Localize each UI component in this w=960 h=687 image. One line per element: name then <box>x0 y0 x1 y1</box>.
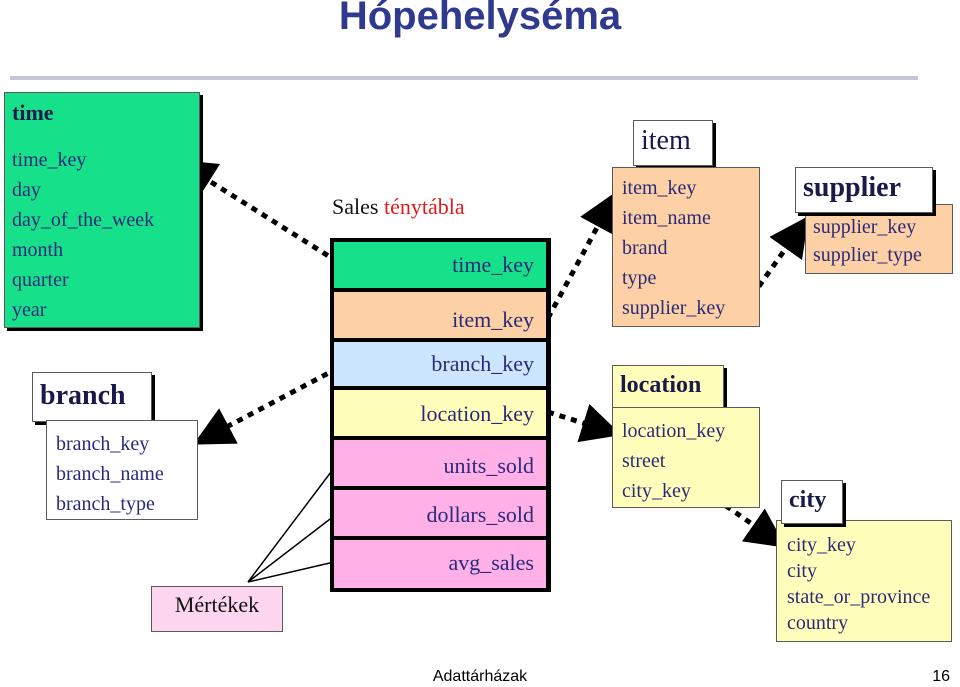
link-fact-location <box>547 403 622 443</box>
field: day <box>12 179 41 201</box>
field: supplier_type <box>813 244 922 266</box>
time-field-list: time_key day day_of_the_week month quart… <box>12 145 154 325</box>
footer-text: Adattárházak <box>432 668 528 685</box>
fact-table: time_key item_key branch_key location_ke… <box>330 238 551 592</box>
field: street <box>622 450 666 472</box>
field: month <box>12 239 64 261</box>
item-table-title: item <box>641 125 691 156</box>
city-table-title: city <box>789 487 827 513</box>
fact-title-prefix: Sales <box>332 194 384 219</box>
fact-row-dollars-sold: dollars_sold <box>334 490 546 536</box>
link-fact-item <box>545 191 617 320</box>
field: city <box>787 560 817 582</box>
measures-box <box>151 586 283 632</box>
city-table-header <box>781 480 843 524</box>
branch-table-title: branch <box>40 380 126 411</box>
supplier-field-list: supplier_key supplier_type <box>813 213 922 269</box>
field: supplier_key <box>813 216 917 238</box>
item-field-list: item_key item_name brand type supplier_k… <box>622 173 725 323</box>
field: brand <box>622 237 668 259</box>
branch-table <box>46 420 198 520</box>
fact-row-branch-key: branch_key <box>334 342 546 386</box>
measures-label: Mértékek <box>174 592 260 617</box>
page-number: 16 <box>932 668 950 685</box>
supplier-table-header <box>795 167 933 213</box>
link-fact-branch <box>193 365 340 445</box>
location-table <box>612 407 760 508</box>
title-divider <box>10 76 918 80</box>
field: supplier_key <box>622 297 726 319</box>
fact-row-location-key: location_key <box>334 390 546 436</box>
fact-title-suffix: ténytábla <box>383 194 465 219</box>
measure-line-units <box>247 467 335 583</box>
fact-table-title: Sales ténytábla <box>332 194 465 220</box>
measure-line-avg <box>247 561 335 583</box>
link-fact-time <box>175 159 340 265</box>
fact-row-units-sold: units_sold <box>334 440 546 486</box>
city-field-list: city_key city state_or_province country <box>787 532 930 636</box>
fact-row-avg-sales: avg_sales <box>334 540 546 588</box>
page-title: Hópehelyséma <box>338 0 622 38</box>
branch-table-header <box>32 372 152 422</box>
field: branch_key <box>56 433 150 455</box>
field: location_key <box>622 420 726 442</box>
field: branch_type <box>56 493 155 515</box>
field: quarter <box>12 269 69 291</box>
field: year <box>12 299 47 321</box>
field: city_key <box>622 480 691 502</box>
time-table <box>4 92 200 328</box>
location-table-header <box>612 365 724 411</box>
fact-row-item-key: item_key <box>334 292 546 338</box>
measure-line-dollars <box>247 515 335 583</box>
field: city_key <box>787 534 856 556</box>
field: item_key <box>622 177 697 199</box>
fact-row-time-key: time_key <box>334 242 546 288</box>
field: item_name <box>622 207 711 229</box>
location-field-list: location_key street city_key <box>622 416 725 506</box>
location-table-title: location <box>620 372 702 398</box>
branch-field-list: branch_key branch_name branch_type <box>56 429 164 519</box>
time-table-title: time <box>12 100 54 125</box>
field: state_or_province <box>787 586 931 608</box>
city-table <box>776 520 952 642</box>
item-table-header <box>633 120 713 166</box>
supplier-table-title: supplier <box>803 172 902 203</box>
field: country <box>787 612 849 634</box>
field: branch_name <box>56 463 164 485</box>
field: day_of_the_week <box>12 209 155 231</box>
item-table <box>612 167 760 327</box>
field: time_key <box>12 149 87 171</box>
field: type <box>622 267 657 289</box>
